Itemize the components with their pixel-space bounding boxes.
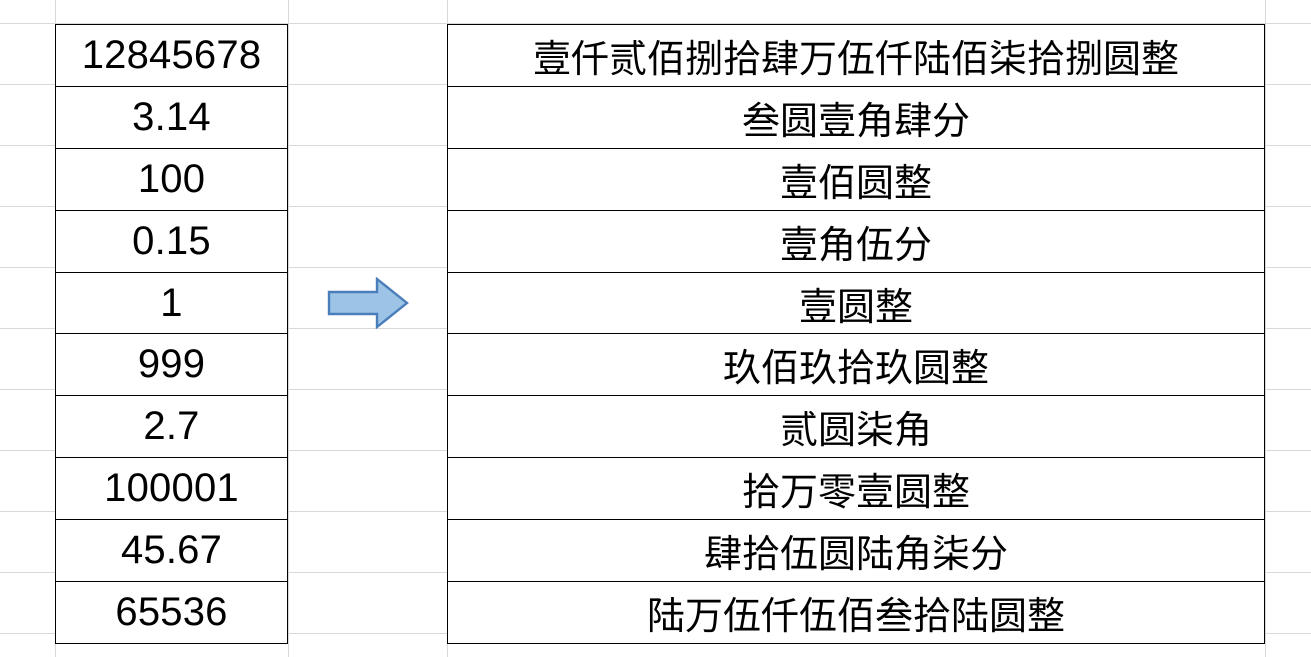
table-row: 65536 — [55, 581, 288, 644]
table-row: 壹仟贰佰捌拾肆万伍仟陆佰柒拾捌圆整 — [447, 24, 1265, 87]
capital-cell[interactable]: 陆万伍仟伍佰叁拾陆圆整 — [447, 581, 1265, 644]
table-row: 45.67 — [55, 519, 288, 583]
number-cell[interactable]: 999 — [55, 333, 288, 397]
number-cell[interactable]: 2.7 — [55, 395, 288, 459]
number-cell[interactable]: 3.14 — [55, 85, 288, 149]
capital-cell[interactable]: 玖佰玖拾玖圆整 — [447, 333, 1265, 397]
table-row: 拾万零壹圆整 — [447, 457, 1265, 521]
numbers-table-body: 12845678 3.14 100 0.15 1 999 2.7 100001 … — [55, 24, 288, 644]
number-cell[interactable]: 65536 — [55, 581, 288, 644]
capital-numerals-table-body: 壹仟贰佰捌拾肆万伍仟陆佰柒拾捌圆整 叁圆壹角肆分 壹佰圆整 壹角伍分 壹圆整 玖… — [447, 24, 1265, 644]
arrow-right-icon — [327, 277, 409, 329]
table-row: 叁圆壹角肆分 — [447, 85, 1265, 149]
number-cell[interactable]: 100001 — [55, 457, 288, 521]
capital-cell[interactable]: 拾万零壹圆整 — [447, 457, 1265, 521]
table-row: 3.14 — [55, 85, 288, 149]
table-row: 12845678 — [55, 24, 288, 87]
table-row: 1 — [55, 271, 288, 335]
capital-cell[interactable]: 壹佰圆整 — [447, 147, 1265, 211]
number-cell[interactable]: 0.15 — [55, 209, 288, 273]
number-cell[interactable]: 1 — [55, 271, 288, 335]
capital-cell[interactable]: 贰圆柒角 — [447, 395, 1265, 459]
table-row: 2.7 — [55, 395, 288, 459]
table-row: 999 — [55, 333, 288, 397]
capital-cell[interactable]: 壹圆整 — [447, 271, 1265, 335]
table-row: 贰圆柒角 — [447, 395, 1265, 459]
capital-cell[interactable]: 叁圆壹角肆分 — [447, 85, 1265, 149]
table-row: 0.15 — [55, 209, 288, 273]
table-row: 100 — [55, 147, 288, 211]
capital-cell[interactable]: 壹仟贰佰捌拾肆万伍仟陆佰柒拾捌圆整 — [447, 24, 1265, 87]
number-cell[interactable]: 45.67 — [55, 519, 288, 583]
table-row: 壹圆整 — [447, 271, 1265, 335]
capital-cell[interactable]: 壹角伍分 — [447, 209, 1265, 273]
table-row: 陆万伍仟伍佰叁拾陆圆整 — [447, 581, 1265, 644]
table-row: 100001 — [55, 457, 288, 521]
number-cell[interactable]: 100 — [55, 147, 288, 211]
table-row: 壹佰圆整 — [447, 147, 1265, 211]
capital-numerals-table: 壹仟贰佰捌拾肆万伍仟陆佰柒拾捌圆整 叁圆壹角肆分 壹佰圆整 壹角伍分 壹圆整 玖… — [447, 24, 1265, 644]
table-row: 壹角伍分 — [447, 209, 1265, 273]
capital-cell[interactable]: 肆拾伍圆陆角柒分 — [447, 519, 1265, 583]
table-row: 肆拾伍圆陆角柒分 — [447, 519, 1265, 583]
numbers-table: 12845678 3.14 100 0.15 1 999 2.7 100001 … — [55, 24, 288, 644]
table-row: 玖佰玖拾玖圆整 — [447, 333, 1265, 397]
number-cell[interactable]: 12845678 — [55, 24, 288, 87]
